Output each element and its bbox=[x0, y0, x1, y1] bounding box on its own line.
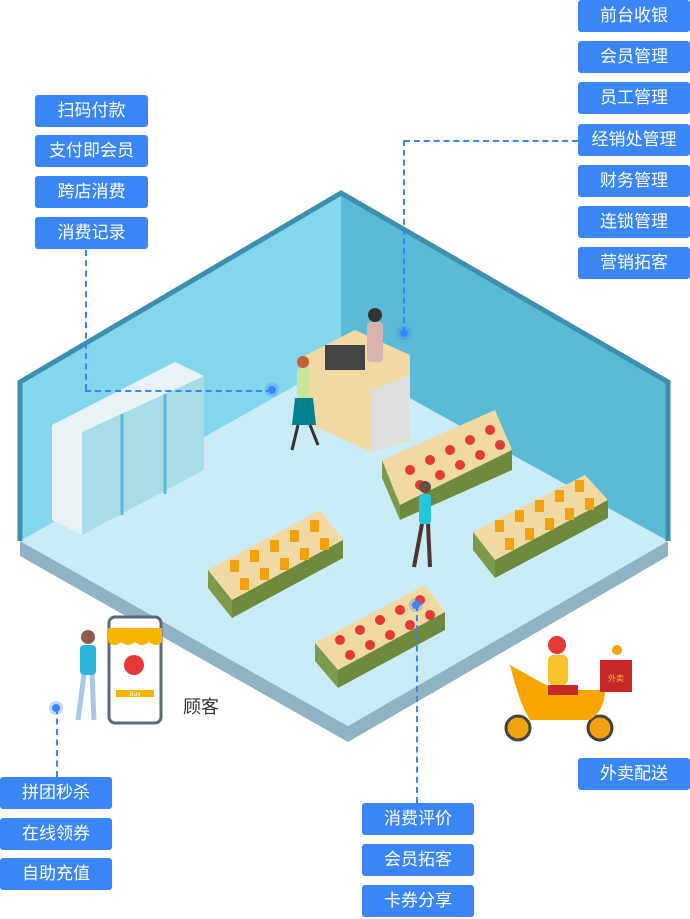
anchor-dot bbox=[412, 601, 420, 609]
tag-group-flash-sale[interactable]: 拼团秒杀 bbox=[0, 777, 112, 809]
tag-self-recharge[interactable]: 自助充值 bbox=[0, 858, 112, 890]
connector-line bbox=[404, 140, 578, 142]
tag-chain-management[interactable]: 连锁管理 bbox=[578, 206, 690, 238]
tag-staff-management[interactable]: 员工管理 bbox=[578, 82, 690, 114]
anchor-dot bbox=[52, 704, 60, 712]
produce-stand-orange-1 bbox=[473, 475, 608, 578]
tag-online-coupon[interactable]: 在线领券 bbox=[0, 818, 112, 850]
right-wall bbox=[341, 193, 668, 541]
connector-line bbox=[403, 140, 405, 333]
buy-button-text: Buy bbox=[129, 691, 141, 698]
connector-line bbox=[416, 605, 418, 803]
tag-consumption-review[interactable]: 消费评价 bbox=[362, 803, 474, 835]
tag-finance-management[interactable]: 财务管理 bbox=[578, 165, 690, 197]
cashier-counter bbox=[300, 308, 410, 452]
tag-consumption-record[interactable]: 消费记录 bbox=[35, 217, 148, 249]
connector-line bbox=[56, 708, 58, 777]
tag-dealer-management[interactable]: 经销处管理 bbox=[578, 124, 690, 156]
tag-cross-store[interactable]: 跨店消费 bbox=[35, 176, 148, 208]
anchor-dot bbox=[268, 386, 276, 394]
delivery-scooter: 外卖 bbox=[504, 636, 632, 742]
shopper-figure-2 bbox=[412, 481, 432, 568]
connector-line bbox=[85, 250, 87, 390]
shopper-figure bbox=[290, 356, 320, 451]
tag-front-cashier[interactable]: 前台收银 bbox=[578, 0, 690, 32]
delivery-box-text: 外卖 bbox=[608, 673, 624, 683]
customer-figure bbox=[75, 630, 97, 721]
tag-pay-membership[interactable]: 支付即会员 bbox=[35, 135, 148, 167]
tag-delivery[interactable]: 外卖配送 bbox=[578, 758, 690, 790]
mobile-shop-phone: Buy bbox=[107, 615, 163, 725]
anchor-dot bbox=[400, 329, 408, 337]
tag-marketing[interactable]: 营销拓客 bbox=[578, 247, 690, 279]
produce-stand-orange-2 bbox=[208, 510, 343, 618]
tag-member-management[interactable]: 会员管理 bbox=[578, 41, 690, 73]
tag-member-acquisition[interactable]: 会员拓客 bbox=[362, 844, 474, 876]
connector-line bbox=[85, 390, 272, 392]
tag-scan-pay[interactable]: 扫码付款 bbox=[35, 95, 148, 127]
tag-coupon-share[interactable]: 卡券分享 bbox=[362, 885, 474, 917]
customer-label: 顾客 bbox=[183, 697, 219, 718]
fridge bbox=[52, 362, 204, 535]
